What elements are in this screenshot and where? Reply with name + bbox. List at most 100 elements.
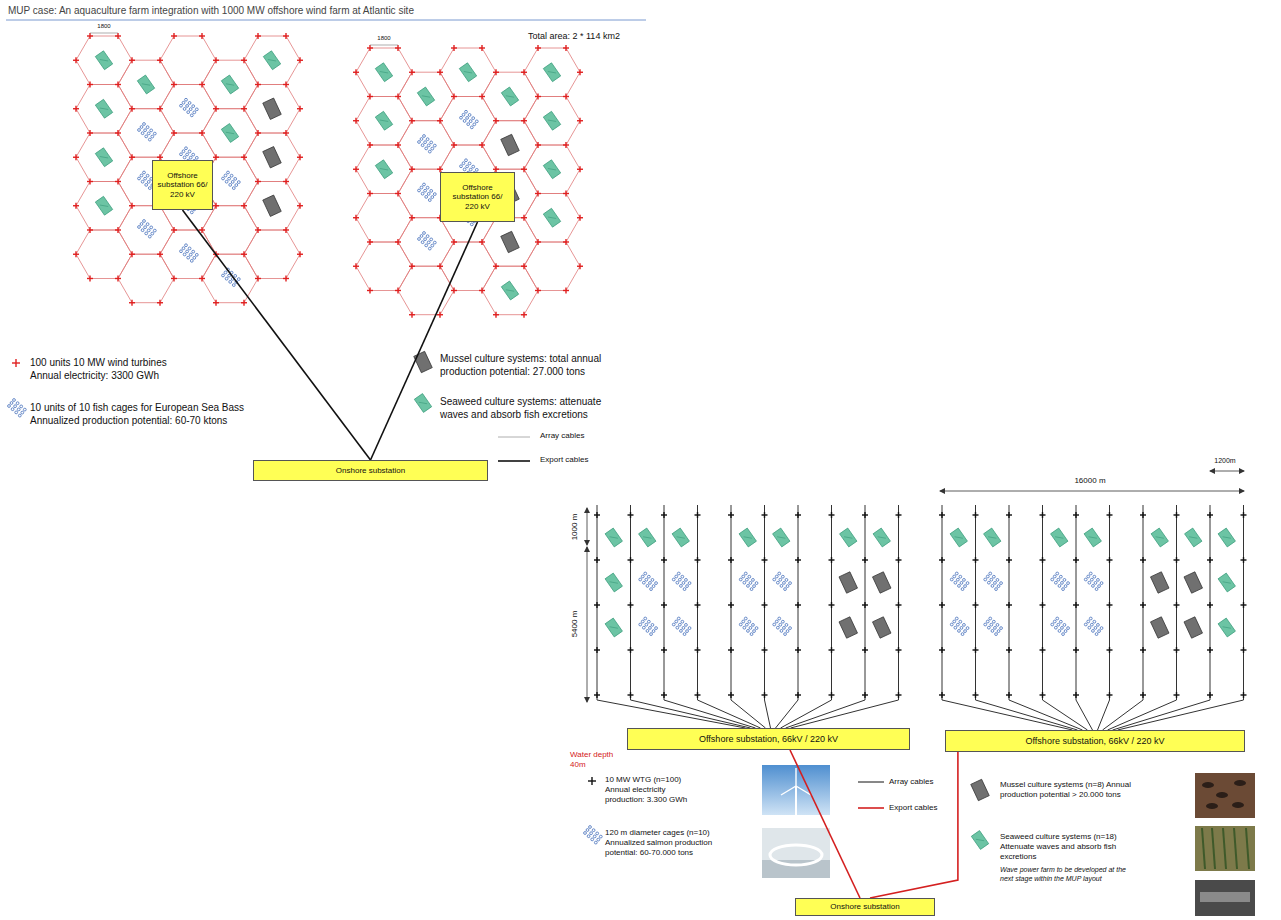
turbine-symbol: [797, 557, 798, 563]
array-cable: [942, 505, 943, 700]
seaweed-symbol: [100, 56, 108, 64]
legend-text: 100 units 10 MW wind turbines Annual ele…: [30, 357, 180, 382]
node-text: Offshore substation 66/ 220 kV: [157, 171, 208, 200]
fish-cage-symbol: [639, 623, 642, 626]
wave-power-photo: [1195, 880, 1255, 916]
fish-cage-symbol: [1100, 627, 1103, 630]
substation-box: Offshore substation 66/ 220 kV: [152, 160, 213, 210]
fish-cage-symbol: [423, 183, 426, 186]
substation-box: Onshore substation: [253, 460, 488, 481]
fish-cage-symbol: [1056, 572, 1059, 575]
turbine-symbol: [117, 227, 118, 233]
fish-cage-symbol: [186, 105, 189, 108]
fish-cage-symbol: [189, 253, 192, 256]
seaweed-symbol: [971, 831, 988, 850]
turbine-symbol: [579, 118, 580, 124]
fish-cage-symbol: [642, 626, 645, 629]
fish-cage-symbol: [748, 575, 751, 578]
turbine-symbol: [257, 81, 258, 87]
fish-cage-symbol: [140, 126, 143, 129]
fish-cage-symbol: [984, 623, 987, 626]
mussel-symbol: [501, 231, 519, 252]
fish-cage-symbol: [963, 579, 966, 582]
fish-cage-symbol: [190, 259, 193, 262]
fish-cage-symbol: [421, 144, 424, 147]
turbine-symbol: [75, 251, 76, 257]
fish-cage-symbol: [1058, 585, 1061, 588]
seaweed-symbol: [459, 63, 476, 82]
hex-cell: [524, 242, 580, 291]
fish-cage-symbol: [650, 633, 653, 636]
fish-cage-symbol: [997, 585, 1000, 588]
turbine-symbol: [159, 106, 160, 112]
seaweed-symbol: [543, 160, 560, 179]
fish-cage-symbol: [150, 226, 153, 229]
fish-cage-symbol: [961, 588, 964, 591]
export-cable: [371, 222, 478, 460]
export-cable: [870, 752, 958, 898]
turbine-symbol: [1176, 602, 1177, 608]
fish-cage-symbol: [182, 247, 185, 250]
fish-cage-symbol: [188, 150, 191, 153]
turbine-symbol: [596, 557, 597, 563]
fish-cage-symbol: [991, 585, 994, 588]
legend-text: Export cables: [889, 803, 959, 813]
fish-cage-symbol: [745, 578, 748, 581]
turbine-symbol: [1075, 602, 1076, 608]
fish-cage-symbol: [17, 408, 20, 411]
fish-cage-symbol: [195, 108, 198, 111]
fish-cage-symbol: [590, 832, 593, 835]
fish-cage-symbol: [963, 624, 966, 627]
array-cable: [831, 505, 832, 700]
turbine-symbol: [831, 602, 832, 608]
legend-text: Mussel culture systems: total annual pro…: [440, 353, 640, 378]
turbine-symbol: [285, 178, 286, 184]
turbine-symbol: [730, 512, 731, 518]
fish-cage-symbol: [1089, 572, 1092, 575]
legend-text: 10 units of 10 fish cages for European S…: [30, 402, 265, 427]
node-text: Offshore substation, 66kV / 220 kV: [699, 734, 838, 745]
seaweed-symbol: [1051, 528, 1068, 547]
hex-cell: [440, 242, 496, 291]
fish-cage-symbol: [1000, 627, 1003, 630]
mussel-photo: [1202, 782, 1214, 788]
fish-cage-symbol: [1088, 581, 1091, 584]
seaweed-symbol: [501, 281, 518, 300]
turbine-symbol: [537, 45, 538, 51]
turbine-symbol: [1042, 692, 1043, 698]
seaweed-symbol: [221, 124, 238, 143]
seaweed-symbol: [543, 208, 560, 227]
fish-cage-symbol: [475, 120, 478, 123]
fish-cage-symbol: [650, 588, 653, 591]
turbine-symbol: [1142, 512, 1143, 518]
fish-cage-symbol: [1090, 623, 1093, 626]
fish-cage-symbol: [587, 835, 590, 838]
turbine-symbol: [941, 647, 942, 653]
fish-cage-symbol: [193, 111, 196, 114]
fish-cage-symbol: [150, 129, 153, 132]
turbine-symbol: [1209, 602, 1210, 608]
seaweed-symbol: [548, 117, 556, 125]
mussel-symbol: [971, 779, 989, 800]
turbine-symbol: [565, 239, 566, 245]
turbine-symbol: [131, 300, 132, 306]
turbine-symbol: [285, 227, 286, 233]
mussel-symbol: [501, 134, 519, 155]
seaweed-symbol: [1223, 578, 1231, 586]
array-cable: [786, 700, 865, 728]
turbine-symbol: [285, 275, 286, 281]
fish-cage-symbol: [469, 168, 472, 171]
seaweed-symbol: [506, 286, 514, 294]
fish-cage-symbol: [225, 180, 228, 183]
turbine-symbol: [369, 287, 370, 293]
array-cable: [765, 700, 771, 728]
fish-cage-symbol: [431, 196, 434, 199]
fish-cage-symbol: [651, 624, 654, 627]
legend-text: Array cables: [889, 777, 959, 787]
turbine-symbol: [173, 81, 174, 87]
turbine-symbol: [1008, 602, 1009, 608]
fish-cage-symbol: [427, 144, 430, 147]
turbine-symbol: [630, 512, 631, 518]
hex-cell: [398, 218, 454, 267]
fish-cage-symbol: [227, 171, 230, 174]
